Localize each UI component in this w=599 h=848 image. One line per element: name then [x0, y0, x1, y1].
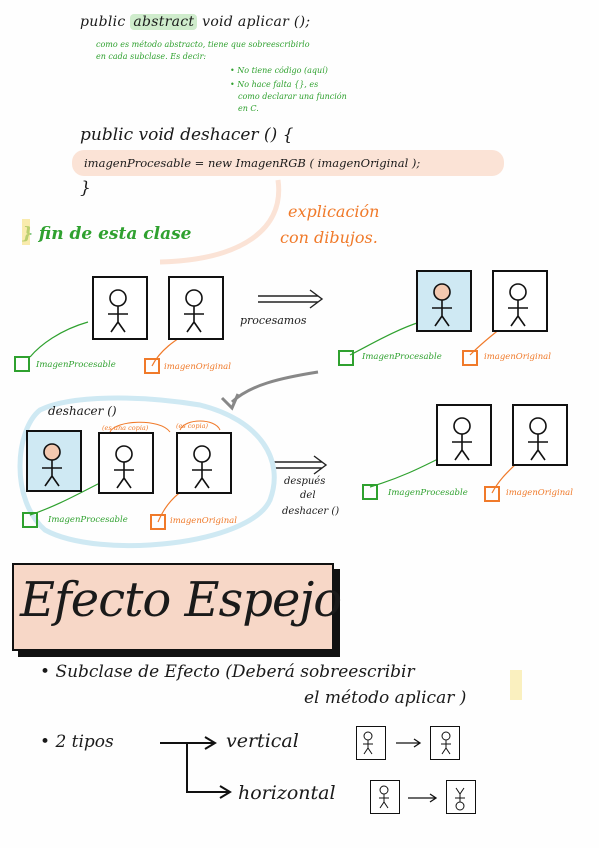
image-frame-procesable-4 — [436, 404, 492, 466]
label-procesable-1: ImagenProcesable — [36, 360, 116, 370]
end-class-label: } fin de esta clase — [22, 224, 192, 244]
label-original-4: imagenOriginal — [506, 488, 573, 498]
label-procesable-2: ImagenProcesable — [362, 352, 442, 362]
explain-line-1: explicación — [288, 202, 380, 221]
label-original-1: imagenOriginal — [164, 362, 231, 372]
label-procesable-4: ImagenProcesable — [388, 488, 468, 498]
code-highlight-peach — [72, 150, 504, 176]
code-line-close: } — [80, 178, 91, 198]
section-title: Efecto Espejo — [20, 572, 342, 628]
checkbox-procesable-2 — [338, 350, 354, 366]
keyword-public: public — [80, 14, 126, 30]
label-despues-1: después — [284, 476, 326, 487]
checkbox-procesable-3 — [22, 512, 38, 528]
image-frame-original-1 — [168, 276, 224, 340]
label-despues-2: del — [300, 490, 316, 501]
image-frame-original-4 — [512, 404, 568, 466]
image-frame-procesable-2 — [416, 270, 472, 332]
note-line-2: en cada subclase. Es decir: — [96, 52, 207, 61]
code-line-abstract: public abstract void aplicar (); — [80, 14, 310, 30]
label-procesable-3: ImagenProcesable — [48, 515, 128, 525]
note-line-1: como es método abstracto, tiene que sobr… — [96, 40, 310, 49]
mini-frame-horizontal-after — [446, 780, 476, 814]
checkbox-original-4 — [484, 486, 500, 502]
label-original-2: imagenOriginal — [484, 352, 551, 362]
note-es-una-copia: (es una copia) — [102, 424, 149, 432]
checkbox-procesable-1 — [14, 356, 30, 372]
section-title-box — [12, 563, 334, 651]
code-line-assign: imagenProcesable = new ImagenRGB ( image… — [84, 156, 421, 170]
label-original-3: imagenOriginal — [170, 516, 237, 526]
note-bullet-2b: como declarar una función — [238, 92, 347, 101]
code-line-deshacer: public void deshacer () { — [80, 125, 294, 145]
bullet-subclase-2: el método aplicar ) — [304, 688, 467, 708]
note-bullet-1: • No tiene código (aquí) — [230, 66, 328, 75]
note-es-copia: (es copia) — [176, 422, 208, 430]
explain-line-2: con dibujos. — [280, 228, 378, 247]
checkbox-original-2 — [462, 350, 478, 366]
image-frame-original-3 — [176, 432, 232, 494]
mini-frame-vertical-before — [356, 726, 386, 760]
label-vertical: vertical — [226, 730, 299, 752]
image-frame-original-2 — [492, 270, 548, 332]
method-signature: void aplicar (); — [202, 14, 311, 30]
label-deshacer: deshacer () — [48, 404, 117, 418]
image-frame-procesable-3 — [26, 430, 82, 492]
checkbox-original-1 — [144, 358, 160, 374]
image-frame-procesable-1 — [92, 276, 148, 340]
bullet-tipos: • 2 tipos — [40, 732, 114, 752]
image-frame-copy-3 — [98, 432, 154, 494]
label-procesamos: procesamos — [240, 314, 307, 327]
label-despues-3: deshacer () — [282, 506, 340, 517]
keyword-abstract: abstract — [130, 14, 198, 30]
note-bullet-2a: • No hace falta {}, es — [230, 80, 319, 89]
checkbox-procesable-4 — [362, 484, 378, 500]
label-horizontal: horizontal — [238, 782, 336, 804]
checkbox-original-3 — [150, 514, 166, 530]
note-bullet-2c: en C. — [238, 104, 259, 113]
bullet-subclase-1: • Subclase de Efecto (Deberá sobreescrib… — [40, 662, 415, 682]
